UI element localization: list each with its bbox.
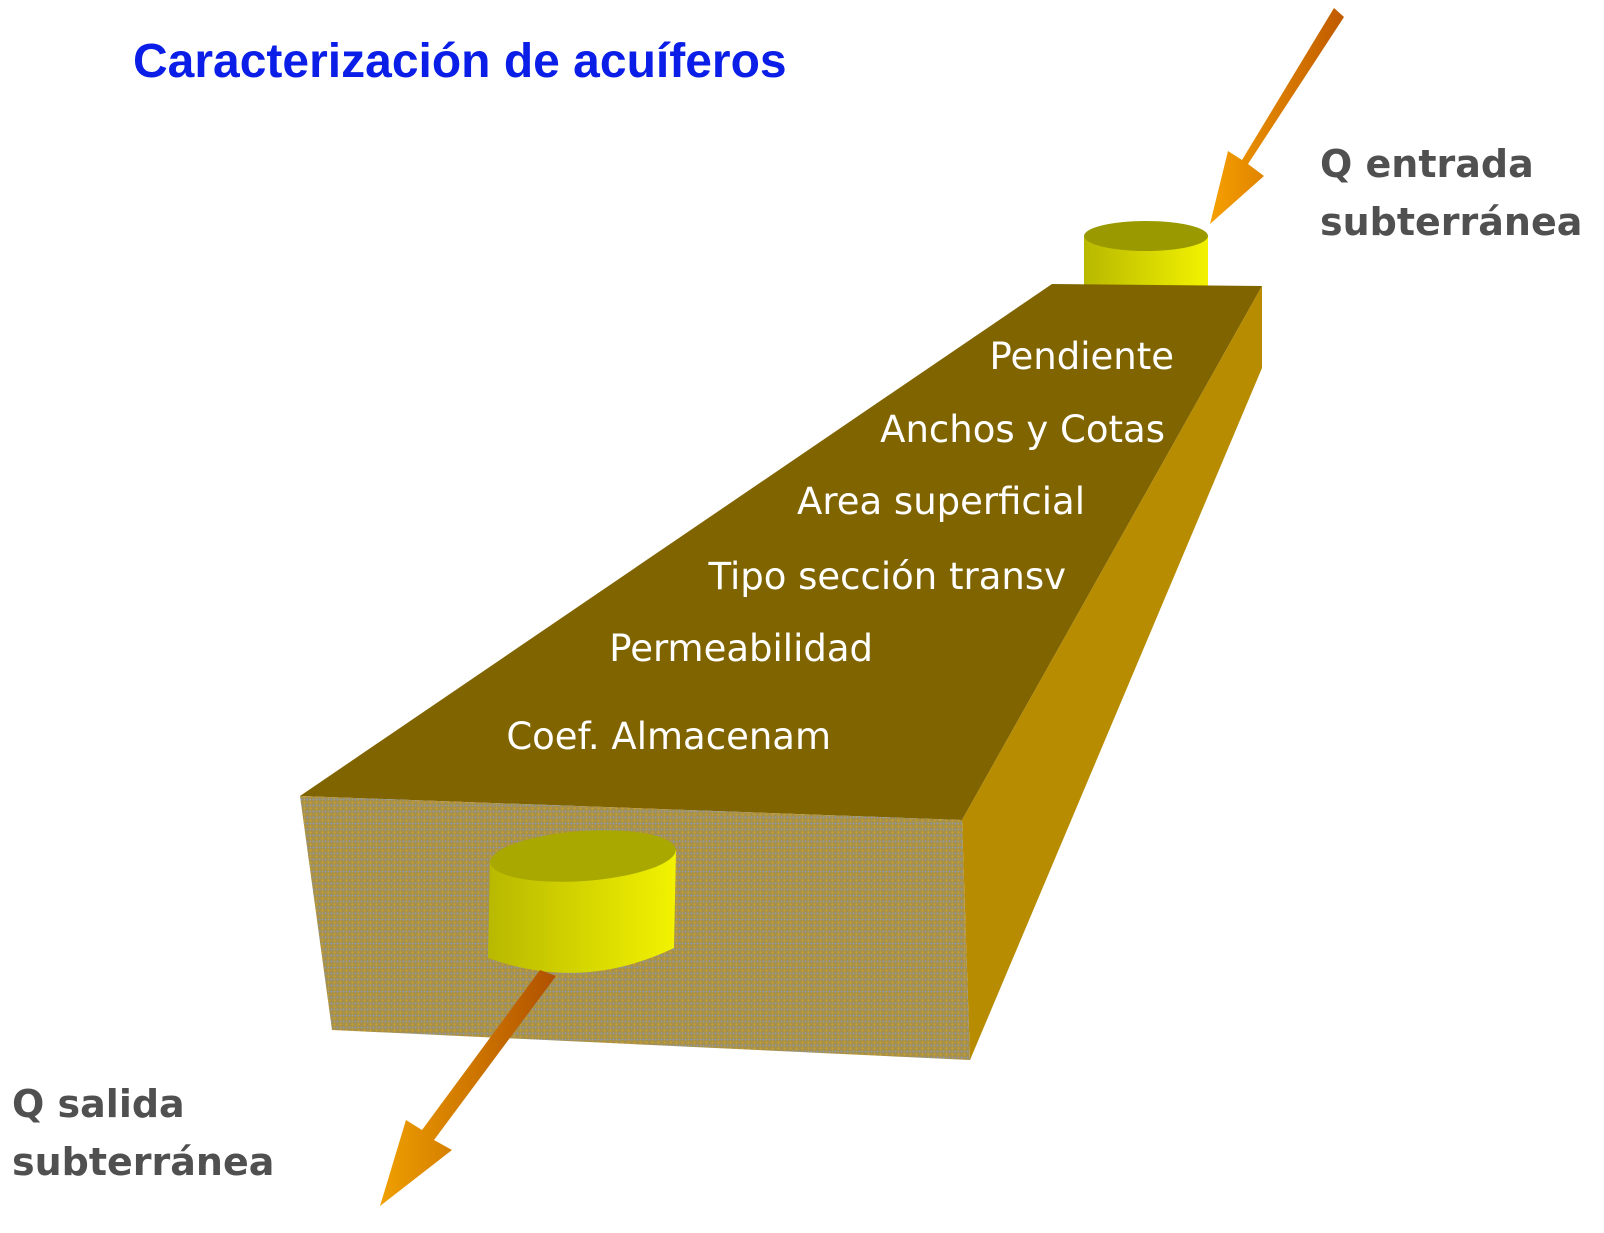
aquifer-side-face (962, 286, 1262, 1060)
outflow-arrow (380, 970, 556, 1206)
param-anchos-cotas: Anchos y Cotas (880, 408, 1165, 451)
inflow-label: Q entrada subterránea (1320, 135, 1582, 251)
parameter-list: Pendiente Anchos y Cotas Area superficia… (506, 335, 1174, 758)
inflow-label-line1: Q entrada (1320, 142, 1534, 186)
outflow-label: Q salida subterránea (12, 1075, 274, 1191)
param-pendiente: Pendiente (990, 335, 1174, 378)
inflow-cylinder (1084, 221, 1208, 286)
param-coef-almacenam: Coef. Almacenam (506, 715, 831, 758)
outflow-cylinder (488, 830, 676, 973)
param-area-superficial: Area superficial (797, 480, 1085, 523)
aquifer-block (300, 284, 1262, 1060)
param-permeabilidad: Permeabilidad (609, 627, 873, 670)
outflow-label-line1: Q salida (12, 1082, 185, 1126)
param-tipo-seccion: Tipo sección transv (708, 555, 1067, 598)
inflow-arrow (1210, 8, 1344, 224)
page-title: Caracterización de acuíferos (133, 35, 787, 88)
aquifer-top-face (300, 284, 1262, 820)
outflow-label-line2: subterránea (12, 1140, 275, 1184)
inflow-label-line2: subterránea (1320, 200, 1583, 244)
